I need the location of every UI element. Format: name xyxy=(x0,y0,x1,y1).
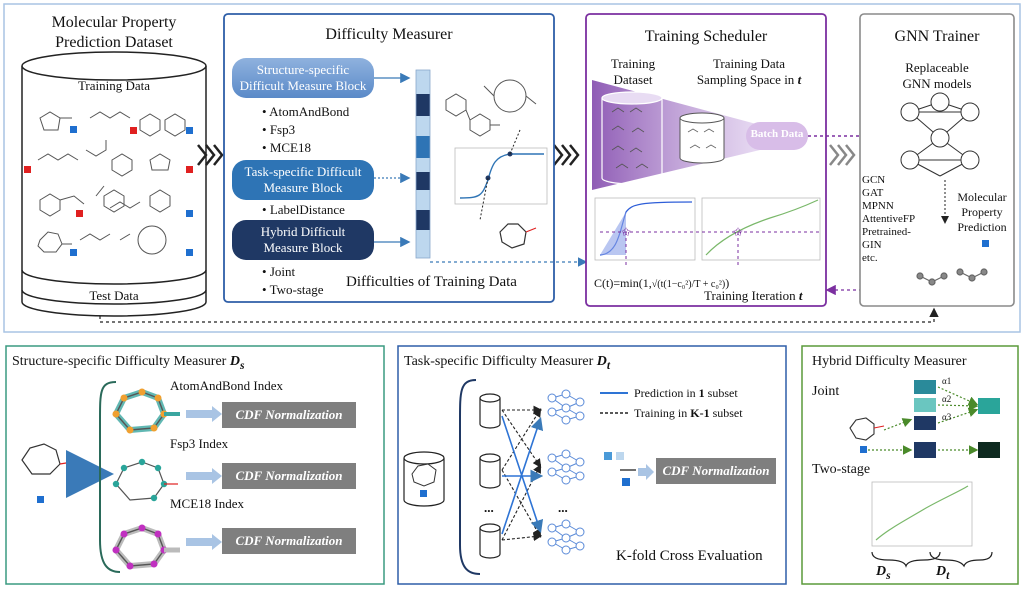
ellipsis-folds: ... xyxy=(484,500,494,515)
alpha-1: α1 xyxy=(942,376,952,386)
iteration-label: Training Iteration t xyxy=(704,288,803,303)
sampling-space-line1: Training Data xyxy=(712,56,786,71)
alpha-2: α2 xyxy=(942,394,952,404)
gnn-model: GIN xyxy=(862,239,882,251)
legend-prediction: Prediction in 1 subset xyxy=(634,386,738,400)
sampling-space-line2: Sampling Space in t xyxy=(696,72,802,87)
prediction-line1: Molecular xyxy=(957,190,1007,204)
scheduler-formula: C(t)=min(1,√(t(1−c₀²)/T + c₀²)) xyxy=(594,276,730,290)
task-item-1: • LabelDistance xyxy=(262,202,345,217)
hybrid-item-1: • Joint xyxy=(262,264,296,279)
chevrons xyxy=(197,144,856,166)
prediction-line2: Property xyxy=(961,205,1003,219)
measurer-footer: Difficulties of Training Data xyxy=(346,274,517,290)
kfold-label: K-fold Cross Evaluation xyxy=(616,548,763,564)
structure-block-line1: Structure-specific xyxy=(256,62,350,77)
svg-text:✩: ✩ xyxy=(621,225,631,239)
training-data-label: Training Data xyxy=(77,78,151,93)
batch-data-label: Batch Data xyxy=(750,128,804,140)
gnn-model: MPNN xyxy=(862,200,894,212)
joint-label: Joint xyxy=(812,384,840,399)
hybrid-item-2: • Two-stage xyxy=(262,282,324,297)
gnn-title: GNN Trainer xyxy=(894,28,980,45)
alpha-3: α3 xyxy=(942,412,952,422)
task-block-line2: Measure Block xyxy=(263,180,343,195)
difficulty-bar xyxy=(415,69,431,259)
dataset-cylinder xyxy=(21,51,207,317)
replaceable-line1: Replaceable xyxy=(905,60,969,75)
top-frame xyxy=(3,3,1021,333)
structure-panel-title: Structure-specific Difficulty Measurer D… xyxy=(12,354,245,372)
gnn-model: etc. xyxy=(862,252,878,264)
dt-label: Dt xyxy=(936,564,950,582)
task-panel-title: Task-specific Difficulty Measurer Dt xyxy=(404,354,611,372)
cdf-normalization-box: CDF Normalization xyxy=(222,463,356,489)
scheduler-dataset-line2: Dataset xyxy=(613,72,653,87)
dataset-title-line2: Prediction Dataset xyxy=(55,34,173,51)
index-label-1: AtomAndBond Index xyxy=(170,378,284,393)
gnn-model: GCN xyxy=(862,174,886,186)
two-stage-label: Two-stage xyxy=(812,462,871,477)
structure-item-1: • AtomAndBond xyxy=(262,104,350,119)
structure-item-3: • MCE18 xyxy=(262,140,311,155)
ellipsis-models: ... xyxy=(558,500,568,515)
gnn-model-list: GCN GAT MPNN AttentiveFP Pretrained- GIN… xyxy=(862,174,915,265)
dataset-title-line1: Molecular Property xyxy=(51,14,177,31)
cdf-normalization-box: CDF Normalization xyxy=(222,402,356,428)
structure-block-line2: Difficult Measure Block xyxy=(239,78,367,93)
ds-label: Ds xyxy=(876,564,891,582)
gnn-model: Pretrained- xyxy=(862,226,911,238)
index-label-2: Fsp3 Index xyxy=(170,436,229,451)
gnn-model: GAT xyxy=(862,187,884,199)
hybrid-panel-title: Hybrid Difficulty Measurer xyxy=(812,354,967,369)
hybrid-block-line2: Measure Block xyxy=(263,240,343,255)
structure-item-2: • Fsp3 xyxy=(262,122,296,137)
hybrid-block-line1: Hybrid Difficult xyxy=(260,224,346,239)
legend-training: Training in K-1 subset xyxy=(634,406,743,420)
replaceable-line2: GNN models xyxy=(902,76,972,91)
prediction-line3: Prediction xyxy=(957,220,1007,234)
test-data-label: Test Data xyxy=(89,288,139,303)
cdf-normalization-box: CDF Normalization xyxy=(222,528,356,554)
gnn-model: AttentiveFP xyxy=(862,213,916,225)
cdf-normalization-box: CDF Normalization xyxy=(656,458,776,484)
task-block-line1: Task-specific Difficult xyxy=(244,164,362,179)
scheduler-title: Training Scheduler xyxy=(644,28,768,45)
measurer-title: Difficulty Measurer xyxy=(325,26,453,43)
index-label-3: MCE18 Index xyxy=(170,496,245,511)
svg-text:✩: ✩ xyxy=(733,225,743,239)
scheduler-dataset-line1: Training xyxy=(610,56,656,71)
